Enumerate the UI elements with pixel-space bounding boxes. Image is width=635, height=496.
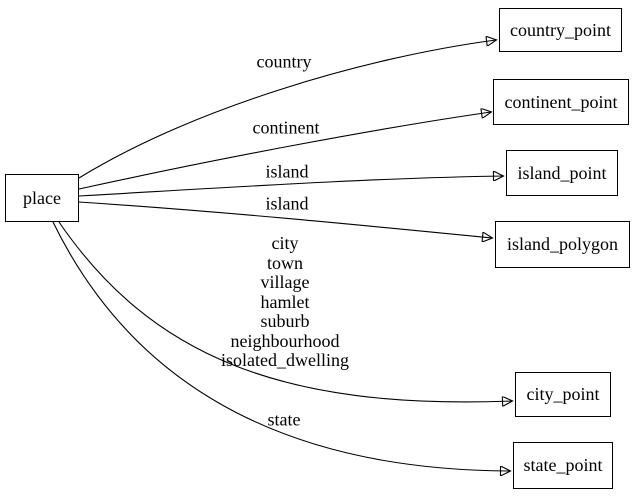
- edge-label-line: hamlet: [260, 291, 310, 312]
- node-island-point: island_point: [506, 150, 618, 196]
- edge-place-city-point: [58, 221, 512, 402]
- edge-label-island-polygon: island: [265, 193, 309, 214]
- node-label: state_point: [523, 455, 603, 475]
- node-label: country_point: [510, 19, 611, 40]
- node-continent-point: continent_point: [493, 79, 629, 125]
- edge-label-state: state: [267, 409, 301, 430]
- node-place: place: [5, 174, 79, 222]
- edge-label-line: neighbourhood: [230, 330, 340, 351]
- edge-place-country-point: [78, 40, 496, 179]
- edge-label-continent: continent: [252, 117, 320, 138]
- edge-label-city-point: city town village hamlet suburb neighbou…: [221, 232, 349, 371]
- node-island-polygon: island_polygon: [495, 221, 630, 268]
- edge-label-line: city: [271, 232, 299, 253]
- edge-label-country: country: [256, 51, 312, 72]
- node-city-point: city_point: [515, 372, 611, 417]
- node-label: continent_point: [504, 91, 618, 112]
- edge-place-island-polygon: [78, 201, 492, 238]
- edge-label-island-point: island: [265, 161, 309, 182]
- edge-place-island-point: [78, 176, 503, 197]
- node-label: island_point: [517, 162, 607, 183]
- edge-place-state-point: [52, 221, 510, 471]
- edge-label-line: isolated_dwelling: [221, 349, 349, 370]
- edge-label-line: village: [260, 271, 310, 292]
- node-label: place: [23, 187, 61, 208]
- edge-label-line: town: [266, 252, 303, 273]
- node-state-point: state_point: [513, 442, 613, 489]
- edge-label-line: suburb: [260, 310, 310, 331]
- edge-place-continent-point: [78, 112, 491, 190]
- node-label: island_polygon: [507, 234, 618, 254]
- node-country-point: country_point: [499, 8, 622, 52]
- node-label: city_point: [526, 384, 600, 404]
